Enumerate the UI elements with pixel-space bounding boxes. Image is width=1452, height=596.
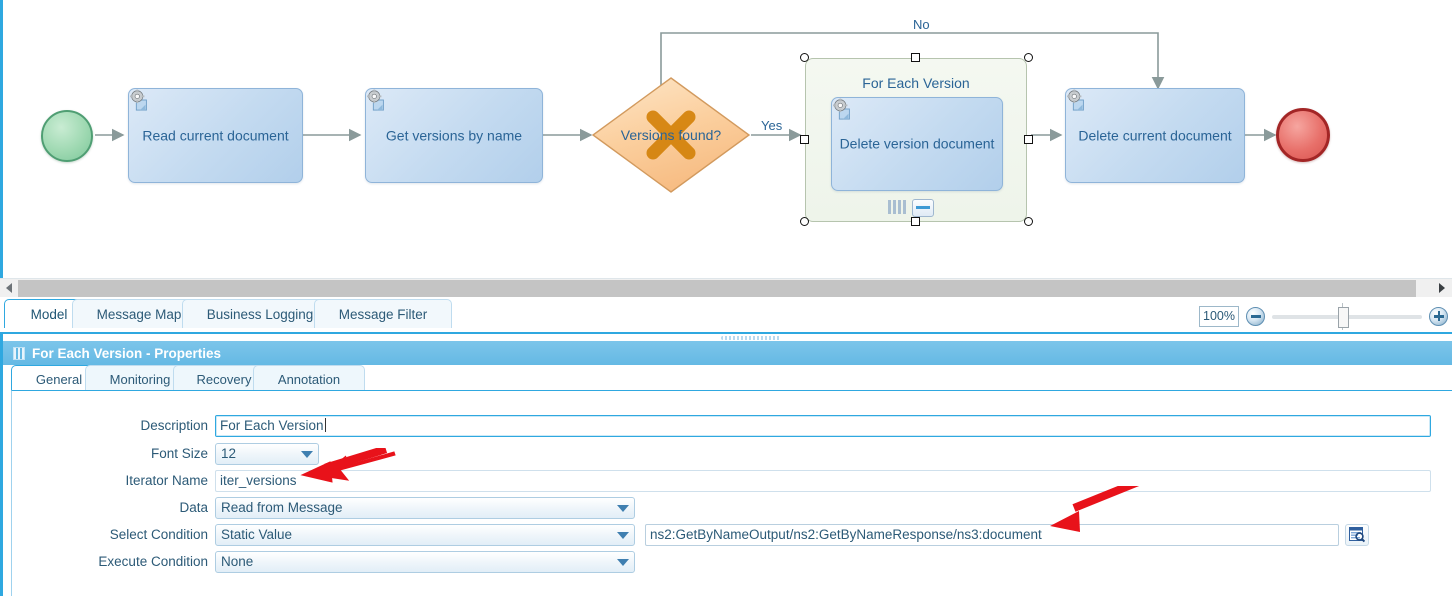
tab-annotation[interactable]: Annotation xyxy=(253,365,365,392)
editor-tab-strip: Model Message Map Business Logging Messa… xyxy=(0,297,1452,334)
selection-handle-nw[interactable] xyxy=(800,53,809,62)
selection-handle-se[interactable] xyxy=(1024,217,1033,226)
selection-handle-n[interactable] xyxy=(911,53,920,62)
properties-title: For Each Version - Properties xyxy=(32,345,222,361)
gateway-versions-found[interactable]: Versions found? xyxy=(591,76,751,194)
task-label: Read current document xyxy=(142,127,289,143)
diagram-canvas[interactable]: Read current document Get versions xyxy=(0,0,1452,278)
task-label: Get versions by name xyxy=(385,127,523,143)
font-size-label: Font Size xyxy=(150,446,208,461)
gear-document-icon xyxy=(130,89,147,111)
execute-condition-select[interactable]: None xyxy=(215,551,635,573)
chevron-down-icon xyxy=(617,532,629,539)
selection-handle-ne[interactable] xyxy=(1024,53,1033,62)
select-condition-xpath-input[interactable]: ns2:GetByNameOutput/ns2:GetByNameRespons… xyxy=(645,524,1339,546)
gear-document-icon xyxy=(1067,89,1084,111)
execute-condition-value: None xyxy=(221,554,254,569)
flow-label-yes: Yes xyxy=(761,118,783,133)
selection-handle-e[interactable] xyxy=(1024,135,1033,144)
subprocess-for-each-version[interactable]: For Each Version xyxy=(805,58,1027,222)
task-delete-current-document[interactable]: Delete current document xyxy=(1065,88,1245,183)
properties-panel: For Each Version - Properties General Mo… xyxy=(0,334,1452,596)
gear-document-icon xyxy=(367,89,384,111)
start-event[interactable] xyxy=(41,110,93,162)
xpath-browse-button[interactable] xyxy=(1345,524,1369,546)
select-condition-select[interactable]: Static Value xyxy=(215,524,635,546)
task-label: Delete version document xyxy=(839,135,995,152)
zoom-slider-knob[interactable] xyxy=(1338,306,1349,328)
flow-label-no: No xyxy=(913,17,930,32)
description-label: Description xyxy=(140,418,208,433)
end-event[interactable] xyxy=(1276,108,1330,162)
select-condition-label: Select Condition xyxy=(109,527,208,542)
data-label: Data xyxy=(179,500,208,515)
gateway-shape xyxy=(591,77,751,193)
panel-grip-icon xyxy=(13,346,25,360)
splitter-grip-icon xyxy=(721,335,781,340)
chevron-down-icon xyxy=(617,505,629,512)
task-label: Delete current document xyxy=(1078,127,1232,143)
scrollbar-thumb[interactable] xyxy=(18,280,1416,297)
gateway-label: Versions found? xyxy=(620,127,722,143)
parallel-loop-marker-icon xyxy=(888,200,906,214)
font-size-value: 12 xyxy=(221,446,237,461)
iterator-name-value: iter_versions xyxy=(220,473,297,488)
font-size-select[interactable]: 12 xyxy=(215,443,319,465)
xpath-browse-icon xyxy=(1349,527,1365,543)
description-input[interactable]: For Each Version xyxy=(215,415,1431,437)
scroll-left-arrow-icon[interactable] xyxy=(1,279,17,297)
zoom-in-icon[interactable] xyxy=(1429,306,1448,326)
iterator-name-label: Iterator Name xyxy=(125,473,208,488)
subprocess-label: For Each Version xyxy=(862,75,970,91)
selection-handle-s[interactable] xyxy=(911,217,920,226)
chevron-down-icon xyxy=(617,559,629,566)
description-value: For Each Version xyxy=(220,418,324,433)
collapse-marker-button[interactable] xyxy=(912,199,934,217)
properties-panel-header: For Each Version - Properties xyxy=(3,341,1452,365)
canvas-horizontal-scrollbar[interactable] xyxy=(0,278,1452,297)
gear-document-icon xyxy=(833,98,850,120)
zoom-level-value[interactable]: 100% xyxy=(1199,305,1239,327)
tab-message-filter[interactable]: Message Filter xyxy=(314,299,452,328)
chevron-down-icon xyxy=(301,451,313,458)
task-read-current-document[interactable]: Read current document xyxy=(128,88,303,183)
zoom-control: 100% xyxy=(1199,301,1448,331)
execute-condition-label: Execute Condition xyxy=(98,554,208,569)
panel-splitter-handle[interactable] xyxy=(719,334,783,341)
data-value: Read from Message xyxy=(221,500,343,515)
connectors-layer xyxy=(95,32,1277,142)
scroll-right-arrow-icon[interactable] xyxy=(1434,279,1450,297)
zoom-slider[interactable] xyxy=(1272,302,1422,330)
iterator-name-input[interactable]: iter_versions xyxy=(215,470,1431,492)
selection-handle-w[interactable] xyxy=(800,135,809,144)
task-get-versions-by-name[interactable]: Get versions by name xyxy=(365,88,543,183)
select-condition-value: Static Value xyxy=(221,527,293,542)
selection-handle-sw[interactable] xyxy=(800,217,809,226)
tab-business-logging[interactable]: Business Logging xyxy=(182,299,338,328)
data-select[interactable]: Read from Message xyxy=(215,497,635,519)
general-form: Description For Each Version Font Size 1… xyxy=(11,390,1452,596)
zoom-out-icon[interactable] xyxy=(1246,306,1265,326)
select-condition-xpath-value: ns2:GetByNameOutput/ns2:GetByNameRespons… xyxy=(650,527,1042,542)
task-delete-version-document[interactable]: Delete version document xyxy=(831,97,1003,191)
